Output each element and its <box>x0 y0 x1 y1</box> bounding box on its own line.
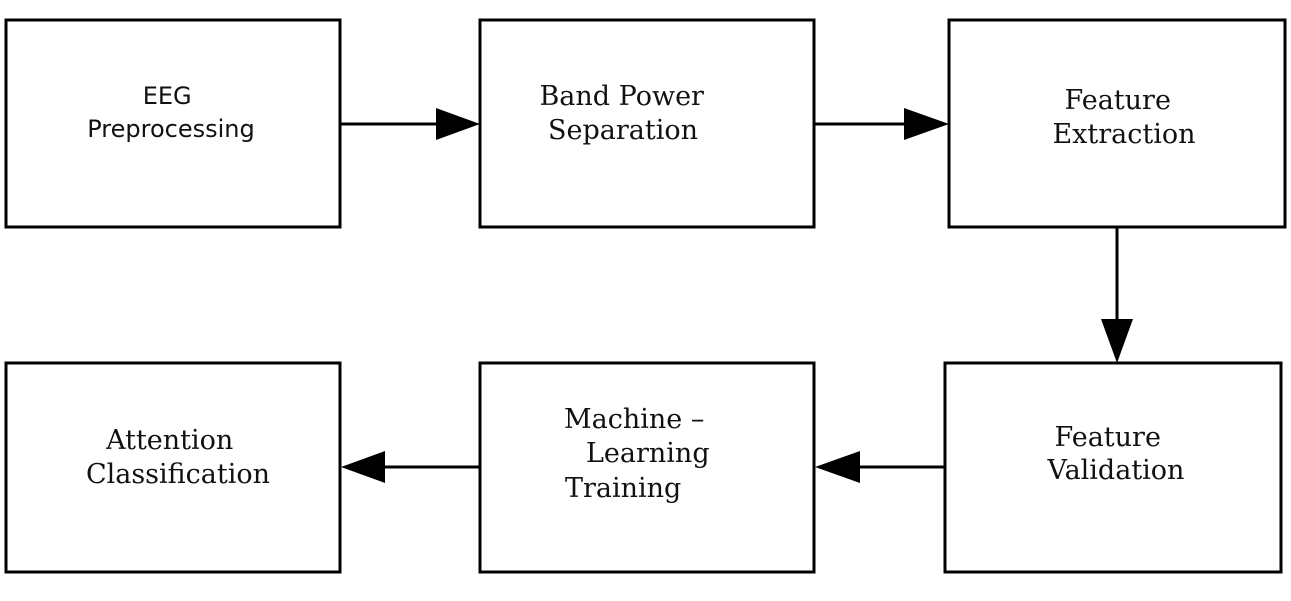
arrow-validation-to-ml-training <box>815 451 945 483</box>
box-band-power-separation-label: Band Power Separation <box>539 81 712 146</box>
box-eeg-preprocessing: EEG Preprocessing <box>4 18 342 229</box>
box-band-power-separation: Band Power Separation <box>478 18 816 229</box>
box-feature-extraction-frame <box>947 18 1287 229</box>
box-attention-classification: Attention Classification <box>4 361 342 574</box>
box-attention-classification-line-2: Classification <box>86 459 270 490</box>
box-band-power-separation-line-1: Band Power <box>539 81 704 112</box>
arrow-feature-extraction-to-validation <box>1101 227 1133 363</box>
box-feature-validation-label: Feature Validation <box>1047 422 1185 486</box>
box-machine-learning-training-line-2: Learning <box>586 438 710 469</box>
arrow-feature-extraction-to-validation-head <box>1101 319 1133 363</box>
box-machine-learning-training-frame <box>478 361 816 574</box>
arrow-ml-training-to-attention <box>341 451 480 483</box>
arrow-band-power-to-feature-extraction <box>814 108 949 140</box>
box-attention-classification-label: Attention Classification <box>86 425 270 490</box>
box-machine-learning-training-line-3: Training <box>565 473 681 504</box>
box-machine-learning-training-line-1: Machine – <box>564 404 704 435</box>
arrow-band-power-to-feature-extraction-head <box>904 108 949 140</box>
box-machine-learning-training: Machine – Learning Training <box>478 361 816 574</box>
box-feature-extraction-line-1: Feature <box>1064 85 1170 116</box>
box-eeg-preprocessing-line-1: EEG <box>143 82 192 110</box>
box-feature-extraction-label: Feature Extraction <box>1052 85 1195 150</box>
arrow-eeg-to-band-power-head <box>436 108 480 140</box>
box-feature-validation: Feature Validation <box>943 361 1283 574</box>
box-band-power-separation-line-2: Separation <box>548 115 698 146</box>
box-feature-extraction-line-2: Extraction <box>1052 119 1195 150</box>
box-eeg-preprocessing-frame <box>4 18 342 229</box>
box-attention-classification-line-1: Attention <box>105 425 233 456</box>
box-feature-validation-line-2: Validation <box>1047 455 1185 486</box>
box-eeg-preprocessing-line-2: Preprocessing <box>87 115 255 143</box>
box-feature-validation-frame <box>943 361 1283 574</box>
arrow-validation-to-ml-training-head <box>815 451 860 483</box>
box-feature-validation-line-1: Feature <box>1054 422 1160 453</box>
box-feature-extraction: Feature Extraction <box>947 18 1287 229</box>
box-attention-classification-frame <box>4 361 342 574</box>
box-machine-learning-training-label: Machine – Learning Training <box>564 404 718 504</box>
arrow-ml-training-to-attention-head <box>341 451 385 483</box>
arrow-eeg-to-band-power <box>340 108 480 140</box>
box-eeg-preprocessing-label: EEG Preprocessing <box>87 82 255 143</box>
